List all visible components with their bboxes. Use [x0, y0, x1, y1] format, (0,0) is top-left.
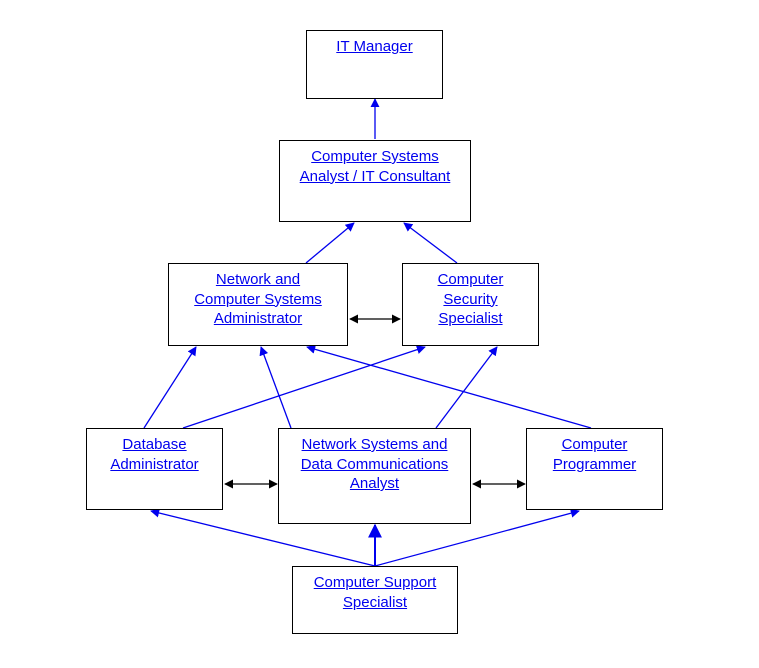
arrow-db-admin-to-security-specialist	[182, 345, 426, 429]
node-label-line: Security	[443, 290, 498, 308]
arrow-programmer-to-network-admin	[306, 344, 592, 429]
it-manager-link[interactable]: IT Manager	[307, 37, 442, 57]
arrow-network-analyst-to-security-specialist	[435, 346, 498, 429]
node-label-line: Administrator	[110, 455, 199, 473]
arrow-db-admin-to-network-admin	[143, 346, 197, 429]
node-label-line: Administrator	[213, 310, 303, 327]
node-label-line: Computer	[437, 271, 504, 288]
node-label-line: Analyst / IT Consultant	[299, 167, 451, 185]
node-label-line: Data Communications	[300, 455, 449, 473]
node-label-line: Computer Systems	[194, 290, 322, 308]
node-it-manager: IT Manager	[306, 30, 443, 99]
node-label-line: Computer Support	[313, 574, 437, 591]
node-label-line: IT Manager	[336, 38, 413, 55]
node-label-line: Computer Systems	[311, 148, 439, 165]
node-label-line: Programmer	[552, 455, 637, 473]
node-label-line: Computer	[561, 436, 628, 453]
arrow-network-analyst-to-network-admin	[259, 346, 292, 429]
node-label-line: Network Systems and	[301, 436, 448, 453]
arrow-support-specialist-to-db-admin	[150, 508, 376, 567]
node-label-line: Analyst	[349, 475, 400, 492]
node-label-line: Network and	[215, 271, 301, 288]
node-label-line: Specialist	[342, 593, 408, 611]
node-label-line: Specialist	[438, 310, 503, 327]
node-label-line: Database	[122, 436, 187, 453]
arrow-support-specialist-to-programmer	[374, 508, 580, 567]
arrow-security-specialist-to-systems-analyst	[403, 222, 458, 264]
arrow-network-admin-to-systems-analyst	[305, 222, 355, 264]
